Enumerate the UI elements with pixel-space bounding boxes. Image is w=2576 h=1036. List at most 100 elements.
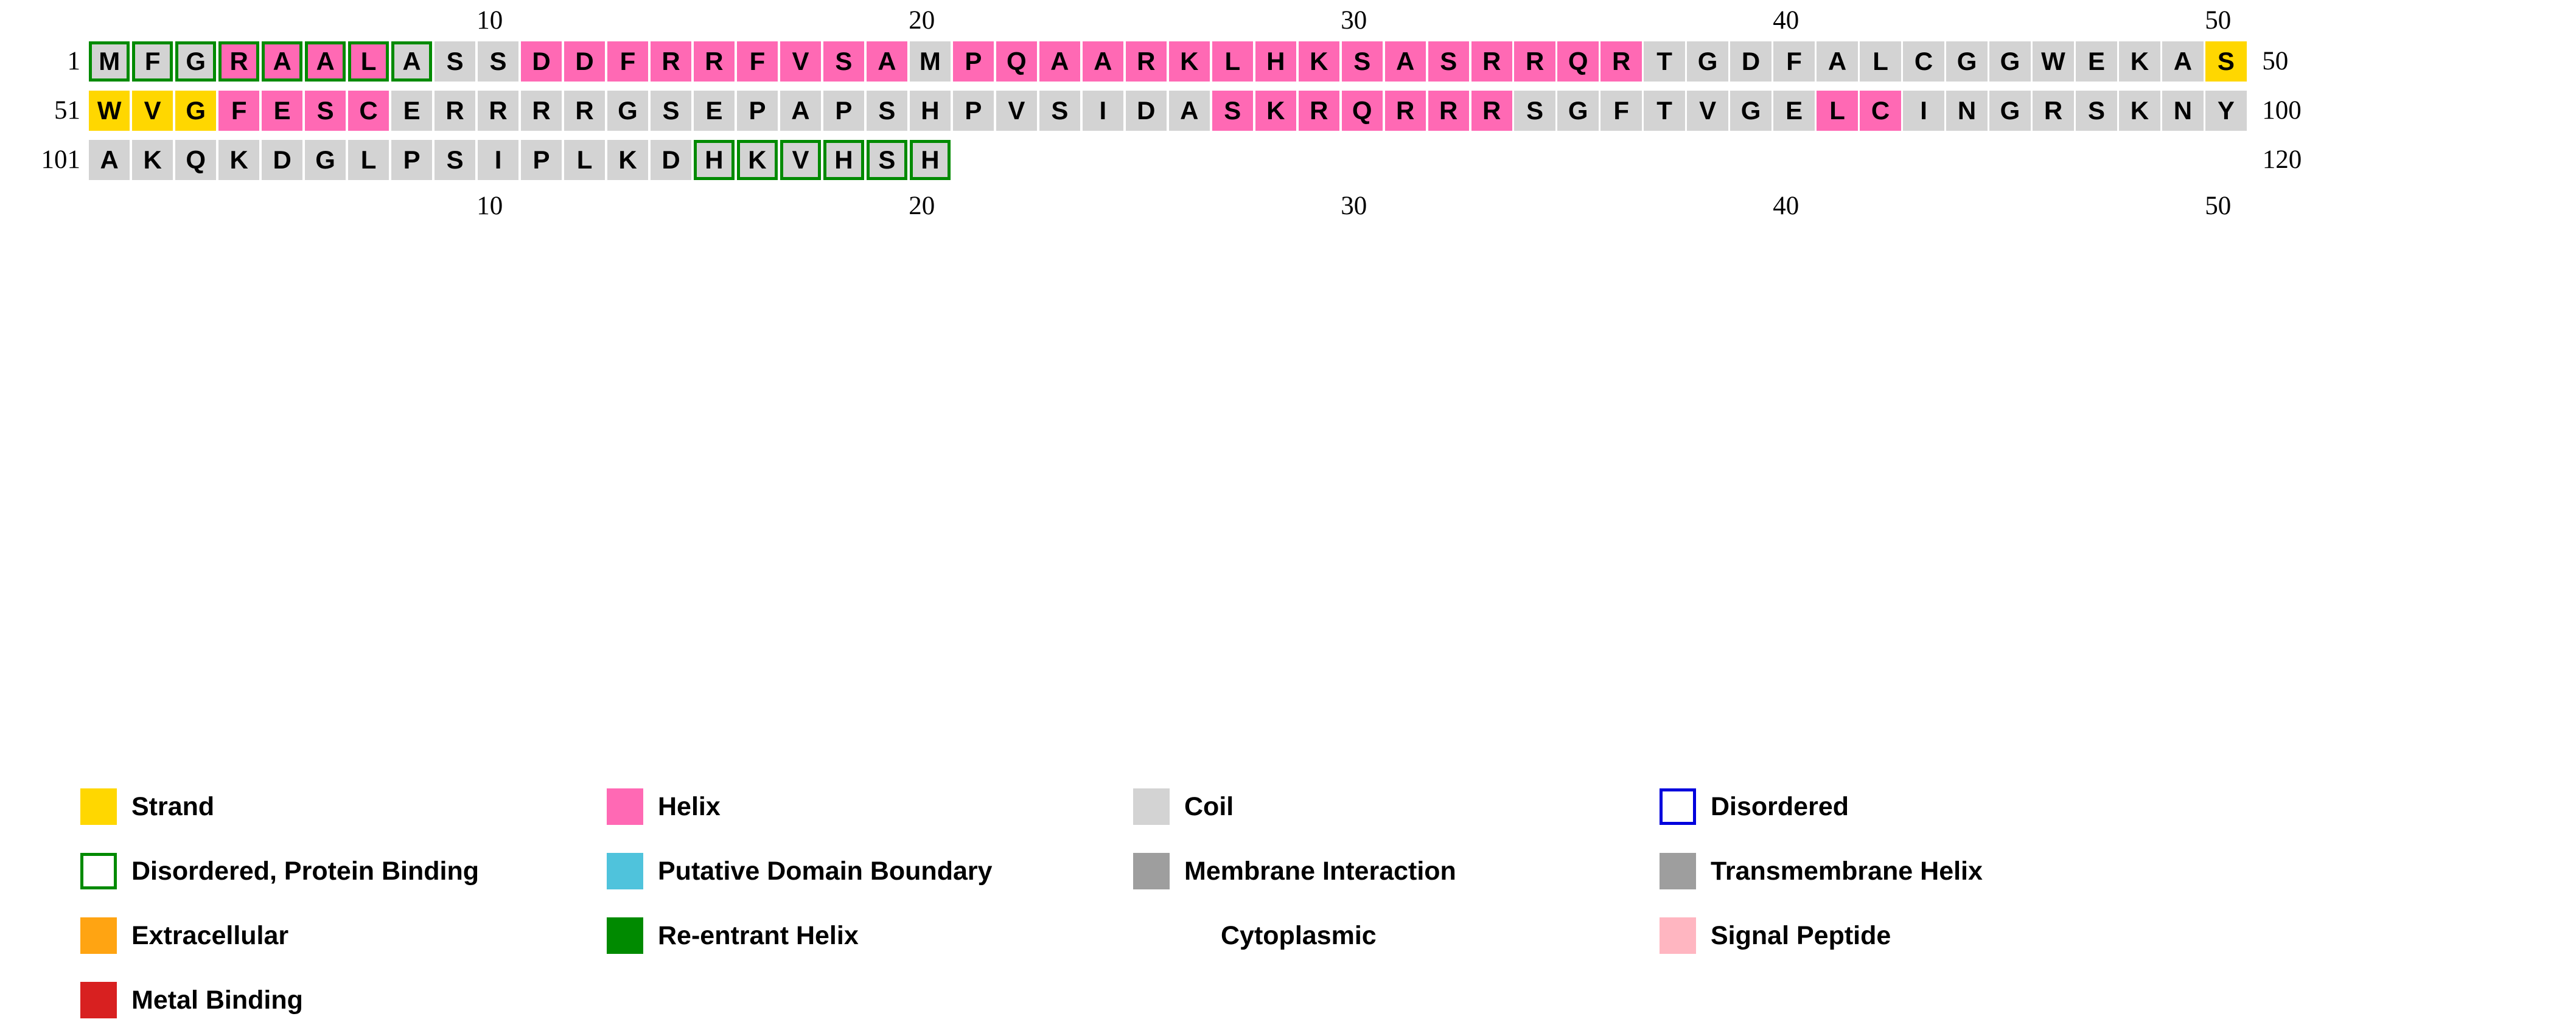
residue-cell[interactable]: S (1212, 90, 1253, 131)
residue-cell[interactable]: K (218, 139, 260, 180)
residue-cell[interactable]: A (2162, 41, 2204, 82)
residue-cell[interactable]: R (218, 41, 260, 82)
residue-cell[interactable]: I (477, 139, 519, 180)
residue-cell[interactable]: A (1082, 41, 1124, 82)
residue-cell[interactable]: R (477, 90, 519, 131)
residue-cell[interactable]: I (1082, 90, 1124, 131)
residue-cell[interactable]: S (1039, 90, 1081, 131)
legend-item[interactable]: Strand (80, 788, 214, 825)
legend-item[interactable]: Transmembrane Helix (1660, 853, 1983, 889)
residue-cell[interactable]: P (823, 90, 865, 131)
residue-cell[interactable]: F (131, 41, 173, 82)
residue-cell[interactable]: R (1514, 41, 1555, 82)
residue-cell[interactable]: K (2119, 41, 2160, 82)
residue-cell[interactable]: S (304, 90, 346, 131)
residue-cell[interactable]: M (89, 41, 130, 82)
residue-cell[interactable]: G (304, 139, 346, 180)
residue-cell[interactable]: G (1989, 41, 2031, 82)
residue-cell[interactable]: G (175, 41, 217, 82)
residue-cell[interactable]: S (866, 139, 908, 180)
residue-cell[interactable]: D (650, 139, 692, 180)
residue-cell[interactable]: L (347, 41, 389, 82)
residue-cell[interactable]: S (434, 41, 476, 82)
residue-cell[interactable]: R (1384, 90, 1426, 131)
residue-cell[interactable]: A (1039, 41, 1081, 82)
residue-cell[interactable]: G (1989, 90, 2031, 131)
residue-cell[interactable]: K (736, 139, 778, 180)
residue-cell[interactable]: H (909, 139, 951, 180)
residue-cell[interactable]: Q (1341, 90, 1383, 131)
residue-cell[interactable]: S (2076, 90, 2117, 131)
residue-cell[interactable]: A (1817, 41, 1858, 82)
residue-cell[interactable]: A (89, 139, 130, 180)
legend-item[interactable]: Cytoplasmic (1133, 917, 1377, 954)
residue-cell[interactable]: N (1946, 90, 1988, 131)
residue-cell[interactable]: D (564, 41, 606, 82)
residue-cell[interactable]: L (1212, 41, 1253, 82)
residue-cell[interactable]: E (693, 90, 735, 131)
legend-item[interactable]: Re-entrant Helix (607, 917, 859, 954)
residue-cell[interactable]: G (1946, 41, 1988, 82)
residue-cell[interactable]: P (952, 90, 994, 131)
residue-cell[interactable]: E (2076, 41, 2117, 82)
residue-cell[interactable]: V (996, 90, 1038, 131)
residue-cell[interactable]: L (347, 139, 389, 180)
residue-cell[interactable]: K (1298, 41, 1339, 82)
legend-item[interactable]: Disordered, Protein Binding (80, 853, 479, 889)
residue-cell[interactable]: P (391, 139, 433, 180)
residue-cell[interactable]: C (1903, 41, 1944, 82)
residue-cell[interactable]: H (823, 139, 865, 180)
residue-cell[interactable]: R (1471, 90, 1512, 131)
residue-cell[interactable]: G (1687, 41, 1728, 82)
residue-cell[interactable]: R (1298, 90, 1339, 131)
legend-item[interactable]: Metal Binding (80, 982, 303, 1018)
residue-cell[interactable]: R (1428, 90, 1469, 131)
legend-item[interactable]: Putative Domain Boundary (607, 853, 993, 889)
residue-cell[interactable]: E (1773, 90, 1815, 131)
residue-cell[interactable]: R (1125, 41, 1167, 82)
residue-cell[interactable]: G (175, 90, 217, 131)
residue-cell[interactable]: F (1773, 41, 1815, 82)
residue-cell[interactable]: W (2033, 41, 2074, 82)
residue-cell[interactable]: S (2205, 41, 2247, 82)
residue-cell[interactable]: S (650, 90, 692, 131)
legend-item[interactable]: Coil (1133, 788, 1234, 825)
residue-cell[interactable]: D (1730, 41, 1771, 82)
residue-cell[interactable]: R (520, 90, 562, 131)
residue-cell[interactable]: C (1860, 90, 1901, 131)
residue-cell[interactable]: E (391, 90, 433, 131)
residue-cell[interactable]: N (2162, 90, 2204, 131)
residue-cell[interactable]: S (434, 139, 476, 180)
residue-cell[interactable]: P (736, 90, 778, 131)
legend-item[interactable]: Signal Peptide (1660, 917, 1891, 954)
residue-cell[interactable]: F (1600, 90, 1642, 131)
residue-cell[interactable]: P (520, 139, 562, 180)
residue-cell[interactable]: R (1600, 41, 1642, 82)
residue-cell[interactable]: H (1255, 41, 1296, 82)
residue-cell[interactable]: A (1168, 90, 1210, 131)
residue-cell[interactable]: V (780, 139, 822, 180)
residue-cell[interactable]: R (2033, 90, 2074, 131)
residue-cell[interactable]: R (693, 41, 735, 82)
residue-cell[interactable]: S (1341, 41, 1383, 82)
residue-cell[interactable]: Q (996, 41, 1038, 82)
residue-cell[interactable]: K (607, 139, 649, 180)
residue-cell[interactable]: G (607, 90, 649, 131)
residue-cell[interactable]: G (1730, 90, 1771, 131)
residue-cell[interactable]: I (1903, 90, 1944, 131)
residue-cell[interactable]: T (1644, 41, 1685, 82)
residue-cell[interactable]: L (1817, 90, 1858, 131)
residue-cell[interactable]: E (261, 90, 303, 131)
residue-cell[interactable]: G (1557, 90, 1599, 131)
residue-cell[interactable]: D (520, 41, 562, 82)
residue-cell[interactable]: F (607, 41, 649, 82)
residue-cell[interactable]: C (347, 90, 389, 131)
residue-cell[interactable]: K (1168, 41, 1210, 82)
residue-cell[interactable]: D (1125, 90, 1167, 131)
residue-cell[interactable]: R (650, 41, 692, 82)
residue-cell[interactable]: M (909, 41, 951, 82)
residue-cell[interactable]: A (866, 41, 908, 82)
residue-cell[interactable]: H (693, 139, 735, 180)
residue-cell[interactable]: K (131, 139, 173, 180)
residue-cell[interactable]: S (1428, 41, 1469, 82)
